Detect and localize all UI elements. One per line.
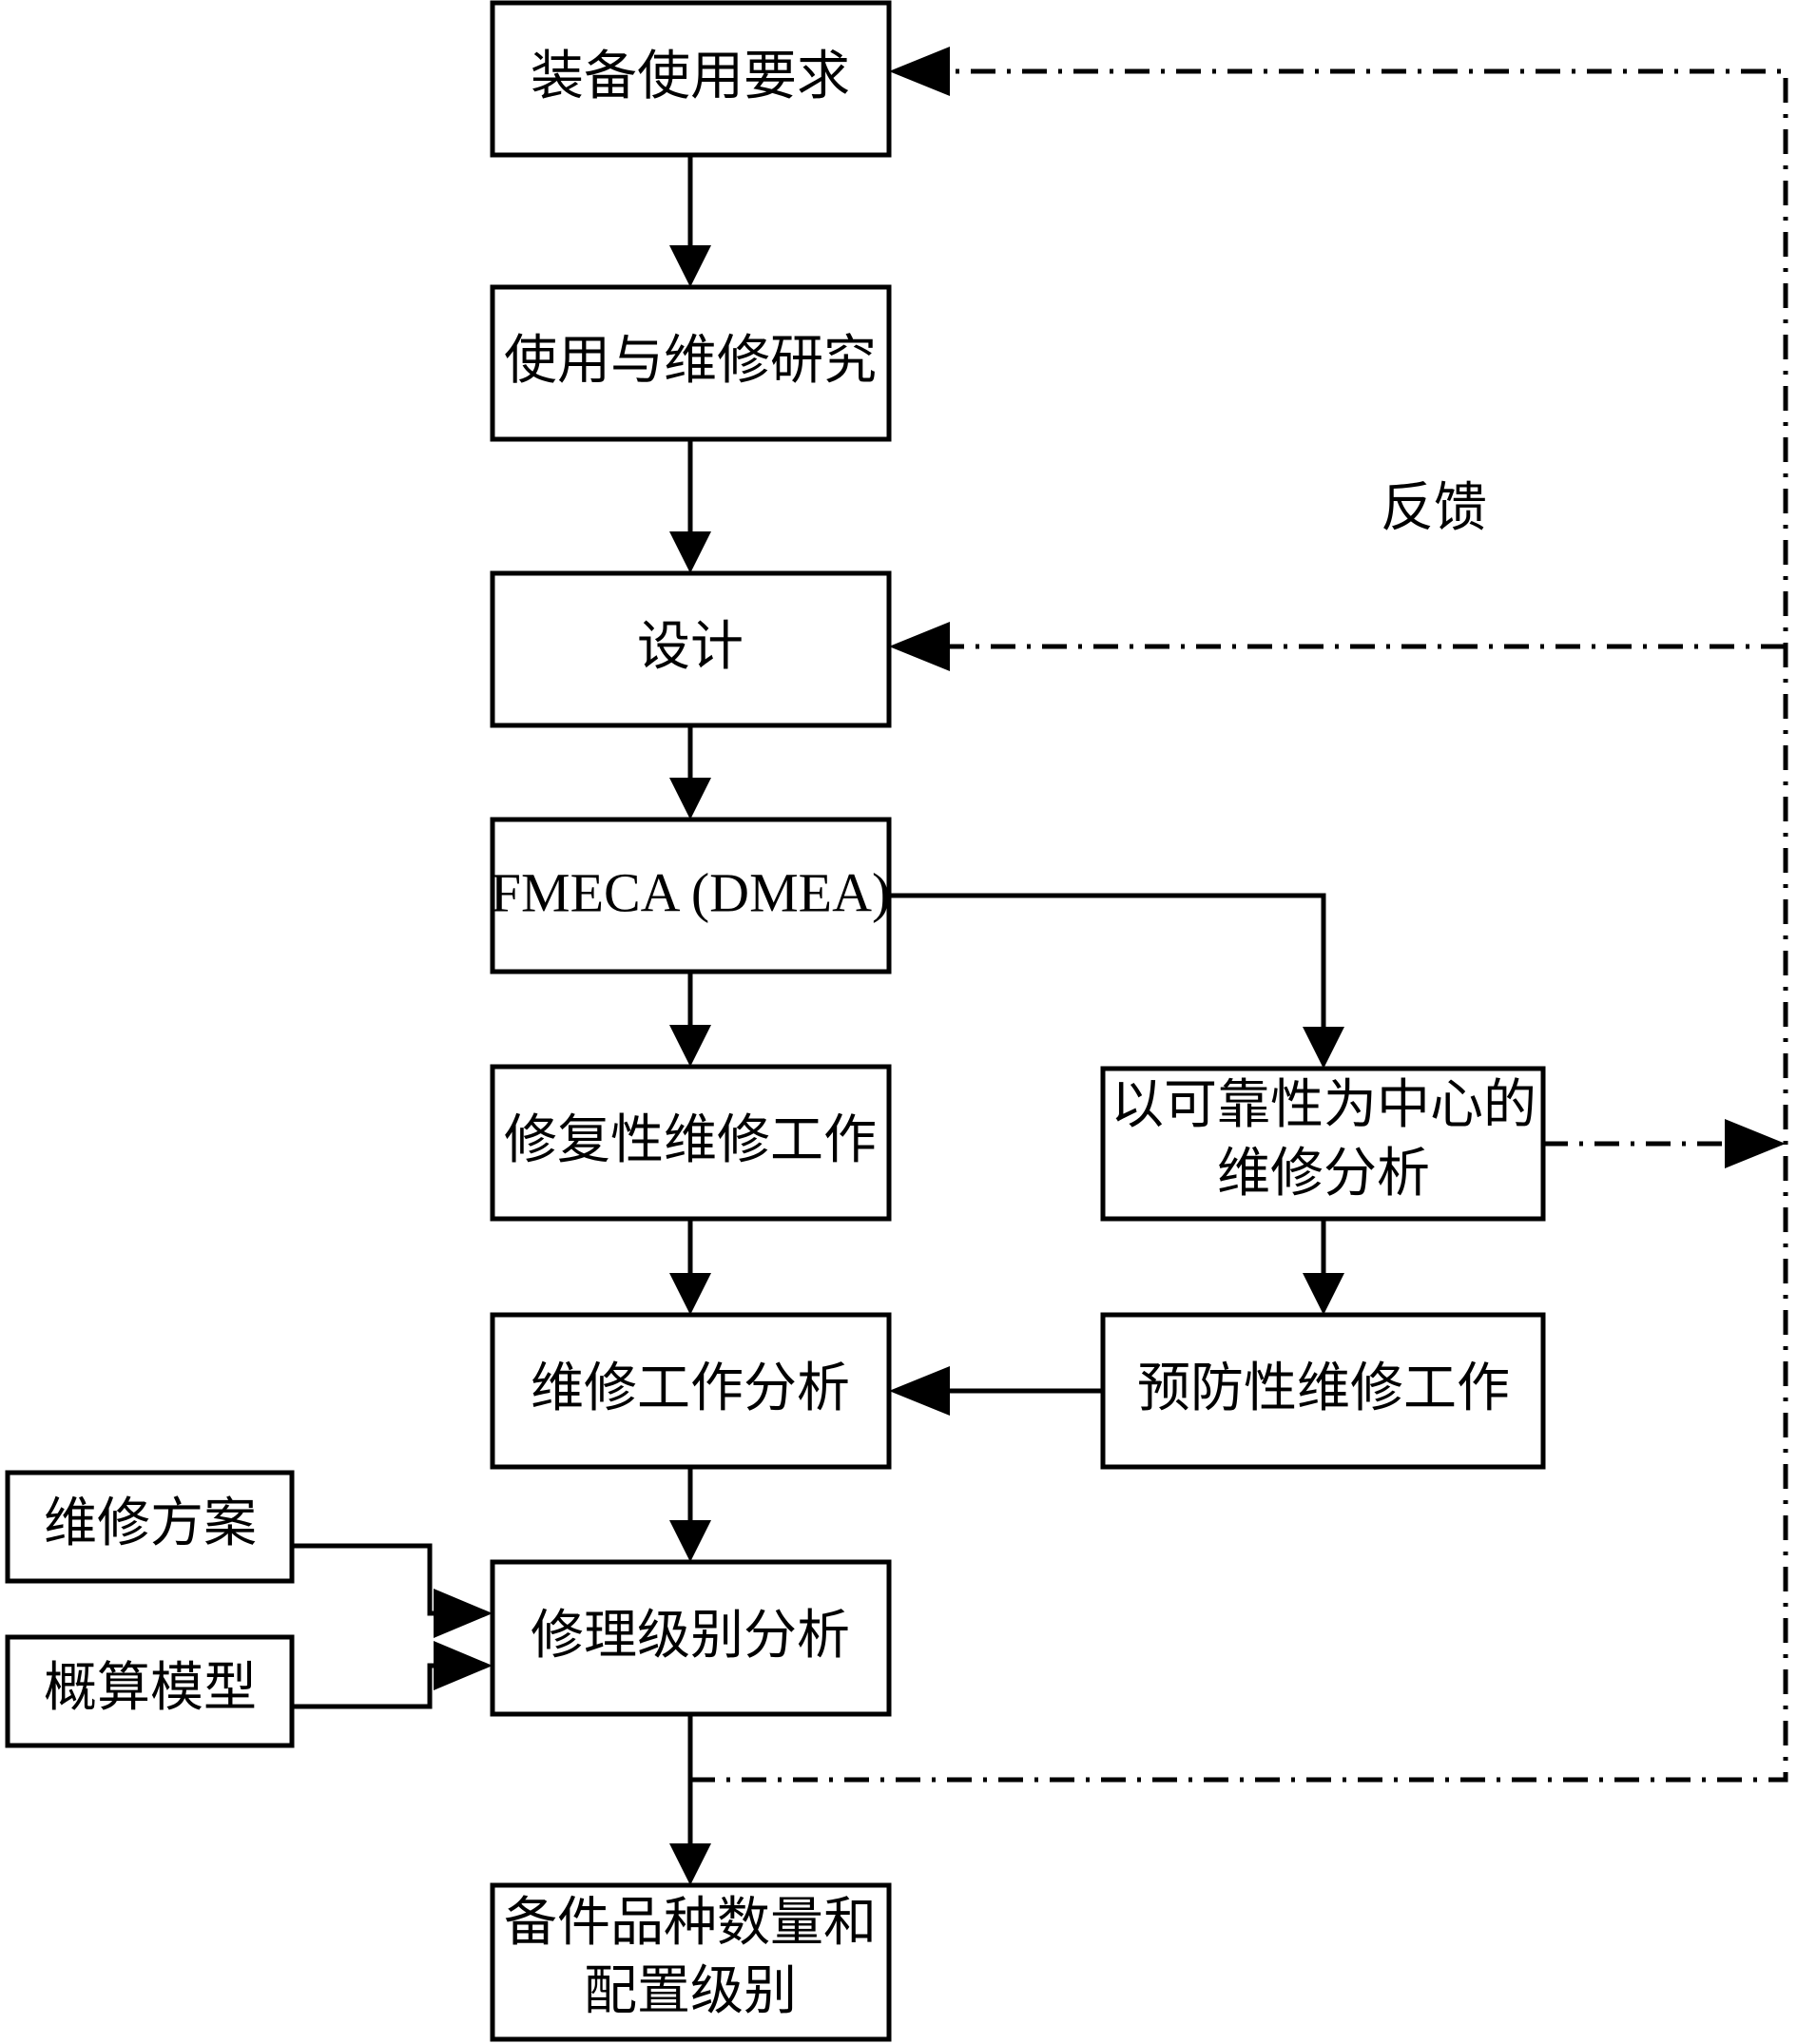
edge-budget-model-to-repair-level <box>292 1641 493 1709</box>
edge-feedback-to-design <box>889 622 1786 671</box>
arrow-head-icon <box>434 1589 493 1638</box>
feedback-label: 反馈 <box>1381 479 1487 538</box>
arrow-head-icon <box>669 245 711 287</box>
node-label-rcm-analysis-line2: 维修分析 <box>1217 1145 1430 1204</box>
node-label-budget-model: 概算模型 <box>44 1659 257 1718</box>
edge-rcm-to-feedback-bus <box>1543 1119 1786 1168</box>
node-label-spares-line2: 配置级别 <box>584 1962 797 2021</box>
node-corrective-maintenance-task[interactable]: 修复性维修工作 <box>490 1064 892 1222</box>
node-equipment-use-requirement[interactable]: 装备使用要求 <box>490 0 892 158</box>
edge-rcm-to-preventive <box>1303 1219 1344 1315</box>
edge-use-study-to-design <box>669 439 711 573</box>
node-label-repair-level-analysis: 修理级别分析 <box>531 1607 850 1666</box>
edge-design-to-fmeca <box>669 725 711 820</box>
edge-feedback-bus-outer <box>690 47 1788 1783</box>
node-label-design: 设计 <box>637 618 744 677</box>
arrow-head-icon <box>669 1843 711 1885</box>
edge-fmeca-to-rcm <box>889 893 1344 1069</box>
arrow-head-icon <box>669 778 711 820</box>
arrow-head-icon <box>669 531 711 573</box>
node-label-maintenance-plan: 维修方案 <box>44 1494 257 1553</box>
edge-preventive-to-task-analysis <box>889 1366 1103 1416</box>
node-design[interactable]: 设计 <box>490 570 892 728</box>
node-label-use-and-maintenance-study: 使用与维修研究 <box>504 332 877 391</box>
arrow-head-icon <box>889 1366 950 1416</box>
node-budget-model[interactable]: 概算模型 <box>5 1634 295 1748</box>
node-label-spares-line1: 备件品种数量和 <box>504 1894 877 1953</box>
node-preventive-maintenance-task[interactable]: 预防性维修工作 <box>1100 1312 1546 1470</box>
edge-fmeca-to-corrective <box>669 972 711 1067</box>
edge-equipment-req-to-use-study <box>669 155 711 287</box>
edge-corrective-to-task-analysis <box>669 1219 711 1315</box>
arrow-head-icon <box>1303 1027 1344 1069</box>
arrow-head-icon <box>1303 1273 1344 1315</box>
node-label-equipment-use-requirement: 装备使用要求 <box>531 48 850 106</box>
arrow-head-icon <box>1725 1119 1786 1168</box>
node-maintenance-plan[interactable]: 维修方案 <box>5 1470 295 1584</box>
node-maintenance-task-analysis[interactable]: 维修工作分析 <box>490 1312 892 1470</box>
node-fmeca-dmea[interactable]: FMECA (DMEA) <box>490 817 892 974</box>
node-label-fmeca-dmea: FMECA (DMEA) <box>491 861 891 923</box>
node-label-corrective-maintenance-task: 修复性维修工作 <box>504 1111 877 1170</box>
node-use-and-maintenance-study[interactable]: 使用与维修研究 <box>490 284 892 442</box>
edge-maint-plan-to-repair-level <box>292 1543 493 1638</box>
arrow-head-icon <box>889 47 950 96</box>
arrow-head-icon <box>889 622 950 671</box>
node-rcm-analysis[interactable]: 以可靠性为中心的 维修分析 <box>1100 1066 1546 1222</box>
node-label-maintenance-task-analysis: 维修工作分析 <box>531 1359 850 1418</box>
node-label-rcm-analysis-line1: 以可靠性为中心的 <box>1111 1076 1536 1135</box>
arrow-head-icon <box>434 1641 493 1690</box>
arrow-head-icon <box>669 1025 711 1067</box>
node-label-preventive-maintenance-task: 预防性维修工作 <box>1137 1359 1510 1418</box>
arrow-head-icon <box>669 1520 711 1562</box>
edge-repair-level-to-spares <box>669 1714 711 1885</box>
arrow-head-icon <box>669 1273 711 1315</box>
edge-task-analysis-to-repair-level <box>669 1467 711 1562</box>
node-repair-level-analysis[interactable]: 修理级别分析 <box>490 1559 892 1717</box>
node-spares-quantity-and-config-level[interactable]: 备件品种数量和 配置级别 <box>490 1882 892 2042</box>
